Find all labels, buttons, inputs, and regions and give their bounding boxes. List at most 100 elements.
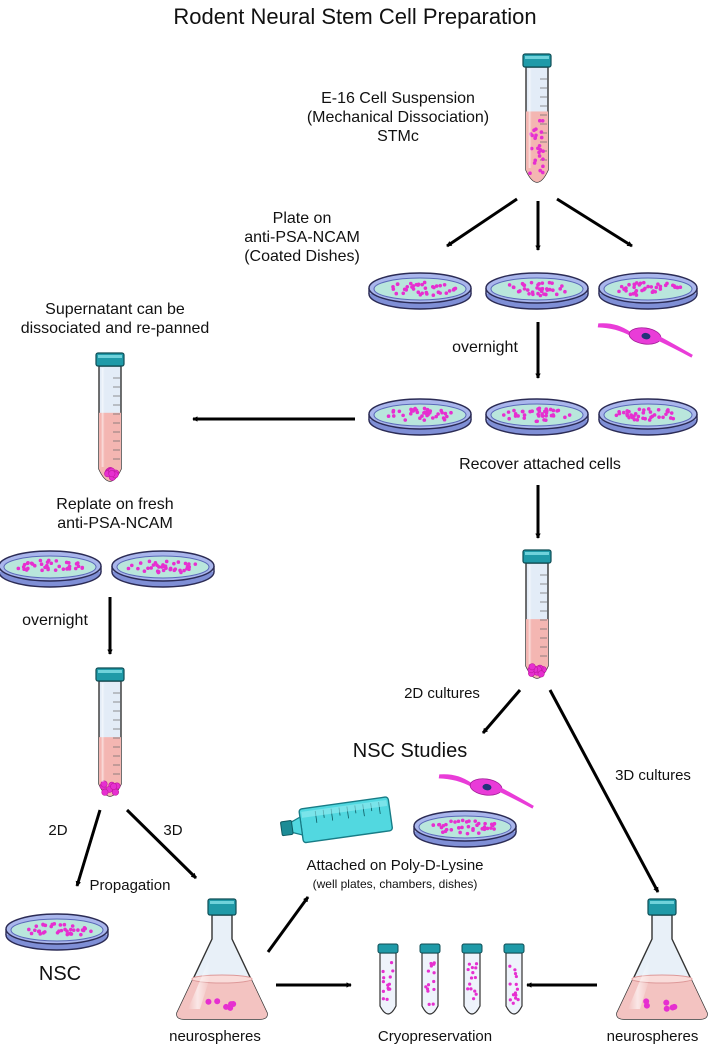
cell bbox=[556, 408, 561, 413]
cell bbox=[646, 407, 651, 411]
cell bbox=[438, 283, 443, 288]
label-line: (Coated Dishes) bbox=[244, 247, 360, 265]
cell bbox=[469, 976, 474, 980]
arrow-split-left bbox=[446, 197, 518, 248]
cell bbox=[430, 416, 435, 420]
cell bbox=[187, 562, 191, 566]
cell bbox=[442, 282, 447, 287]
cell bbox=[439, 825, 444, 830]
cell bbox=[666, 408, 670, 412]
tube-icon bbox=[522, 53, 552, 183]
cell bbox=[168, 566, 173, 571]
cell bbox=[540, 118, 545, 123]
label-propagation: Propagation bbox=[89, 877, 171, 894]
cell bbox=[61, 567, 66, 571]
cell bbox=[89, 929, 93, 934]
cell bbox=[391, 414, 396, 418]
cell bbox=[423, 286, 428, 290]
cell bbox=[26, 561, 30, 565]
cell bbox=[551, 414, 556, 418]
cell bbox=[515, 987, 520, 991]
cell bbox=[432, 987, 436, 992]
cell bbox=[71, 928, 76, 932]
cell bbox=[473, 819, 478, 823]
arrow-split-right bbox=[556, 197, 633, 248]
cell bbox=[654, 285, 659, 290]
cell bbox=[39, 562, 44, 567]
cell bbox=[634, 289, 639, 293]
cell bbox=[62, 922, 67, 927]
cell bbox=[41, 922, 45, 927]
tube-icon bbox=[522, 549, 552, 679]
cell bbox=[641, 411, 646, 415]
cell bbox=[480, 826, 485, 831]
cell bbox=[436, 412, 440, 416]
tube-cap bbox=[522, 549, 552, 564]
cell bbox=[634, 281, 639, 285]
cell bbox=[643, 286, 647, 291]
cell bbox=[126, 566, 131, 571]
cell bbox=[66, 561, 71, 565]
cell bbox=[441, 416, 446, 420]
cell bbox=[381, 980, 385, 984]
cell bbox=[514, 996, 518, 1000]
cell bbox=[391, 969, 395, 973]
cell bbox=[161, 568, 166, 573]
cell bbox=[648, 410, 653, 414]
cell bbox=[617, 409, 621, 414]
dishes bbox=[0, 272, 698, 951]
cell bbox=[537, 414, 541, 418]
cell bbox=[533, 158, 538, 163]
dish-icon bbox=[368, 272, 472, 310]
cell bbox=[625, 409, 630, 413]
tube-icon bbox=[95, 352, 125, 482]
cell bbox=[205, 998, 212, 1005]
diagram-title: Rodent Neural Stem Cell Preparation bbox=[173, 4, 537, 29]
cell bbox=[649, 285, 654, 289]
cell bbox=[76, 564, 81, 569]
cell bbox=[24, 568, 29, 572]
cell bbox=[621, 410, 626, 415]
cell bbox=[422, 406, 427, 411]
cell bbox=[38, 558, 43, 563]
cell bbox=[408, 411, 413, 416]
cell bbox=[382, 976, 386, 980]
cell bbox=[539, 135, 544, 140]
cell bbox=[647, 418, 652, 422]
cell bbox=[391, 287, 396, 291]
cell bbox=[405, 285, 410, 289]
cell bbox=[512, 408, 516, 413]
cell bbox=[537, 287, 542, 291]
cell bbox=[432, 285, 436, 290]
cell bbox=[431, 293, 436, 297]
cell bbox=[223, 1003, 230, 1010]
cell bbox=[388, 987, 392, 991]
cell bbox=[456, 826, 461, 830]
cell bbox=[544, 287, 549, 291]
cell bbox=[458, 830, 462, 835]
cell bbox=[469, 987, 473, 991]
cell bbox=[508, 998, 512, 1002]
label-overnight-right: overnight bbox=[452, 339, 518, 356]
cell bbox=[453, 820, 457, 824]
cell bbox=[627, 415, 631, 420]
cell bbox=[449, 410, 453, 415]
cell bbox=[410, 285, 414, 289]
cell bbox=[136, 566, 140, 571]
cell bbox=[628, 292, 633, 297]
cell bbox=[474, 962, 479, 966]
cell bbox=[420, 291, 424, 296]
cell bbox=[669, 411, 674, 415]
cell bbox=[381, 989, 386, 993]
dish-icon bbox=[0, 550, 102, 588]
cell bbox=[426, 969, 431, 973]
cell bbox=[528, 663, 536, 671]
vial-cap bbox=[503, 943, 525, 954]
cell bbox=[449, 819, 453, 824]
cell bbox=[43, 565, 47, 570]
cell bbox=[636, 414, 641, 419]
arrow-2d-cultures bbox=[481, 689, 522, 734]
cell bbox=[539, 130, 544, 134]
cell bbox=[29, 931, 34, 936]
cell bbox=[544, 407, 549, 411]
